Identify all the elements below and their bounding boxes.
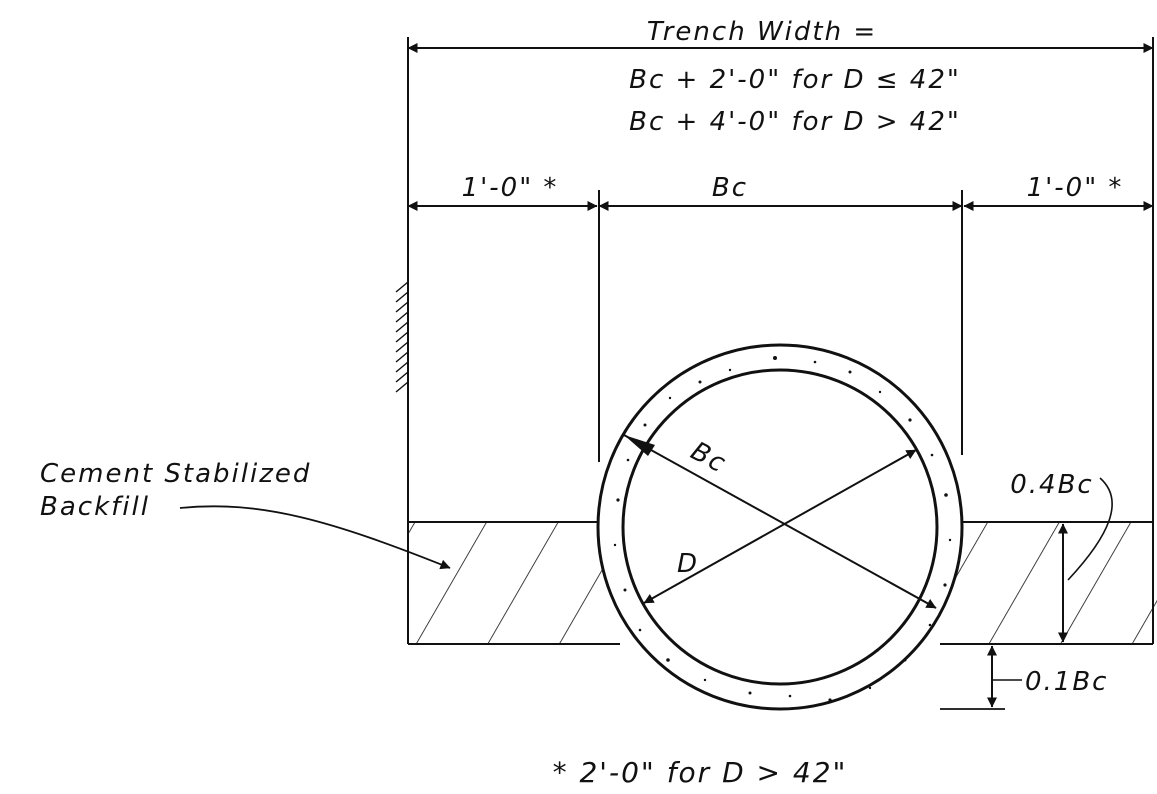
left-offset-label: 1'-0" * [462, 173, 559, 203]
formula-small-diameter: Bc + 2'-0" for D ≤ 42" [629, 65, 961, 95]
backfill-depth-label: 0.4Bc [1010, 470, 1093, 500]
backfill-leader-line [179, 505, 451, 570]
right-offset-label: 1'-0" * [1027, 173, 1124, 203]
backfill-hatch-right [950, 522, 1157, 644]
soil-hatch-icon [395, 281, 409, 393]
backfill-hatch-left [408, 522, 608, 644]
inside-diameter-line [643, 449, 917, 604]
bedding-depth-label: 0.1Bc [1025, 667, 1108, 697]
pipe-outside-diameter-label: Bc [712, 173, 748, 203]
footnote: * 2'-0" for D > 42" [553, 756, 848, 789]
diagonal-d-label: D [677, 549, 699, 579]
backfill-depth-leader [1067, 477, 1113, 581]
formula-large-diameter: Bc + 4'-0" for D > 42" [629, 107, 961, 137]
trench-width-label: Trench Width = [647, 17, 877, 47]
backfill-label-line1: Cement Stabilized [40, 459, 311, 489]
pipe-concrete-texture [613, 356, 952, 702]
backfill-label-line2: Backfill [40, 492, 150, 522]
